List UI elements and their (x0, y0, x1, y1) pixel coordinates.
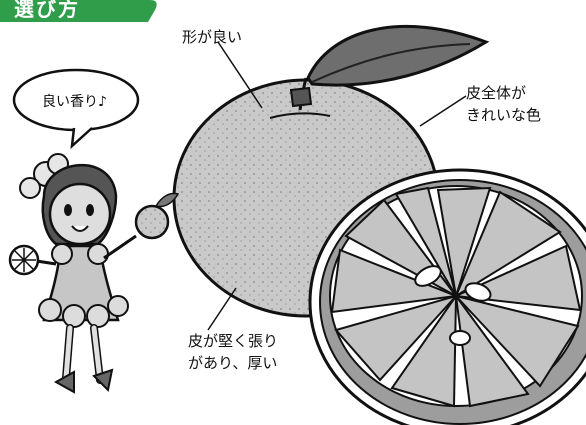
speech-bubble-text: 良い香り♪ (42, 94, 107, 110)
title-banner: 選び方 (0, 0, 160, 22)
label-peel-firm: 皮が堅く張り があり、厚い (188, 332, 279, 372)
leader-lines (207, 41, 467, 331)
banner-title: 選び方 (14, 0, 80, 21)
girl-character-illustration (8, 153, 180, 394)
halved-grapefruit-illustration (308, 168, 586, 425)
label-peel-color: 皮全体が きれいな色 (466, 84, 542, 124)
label-shape: 形が良い (182, 28, 243, 46)
